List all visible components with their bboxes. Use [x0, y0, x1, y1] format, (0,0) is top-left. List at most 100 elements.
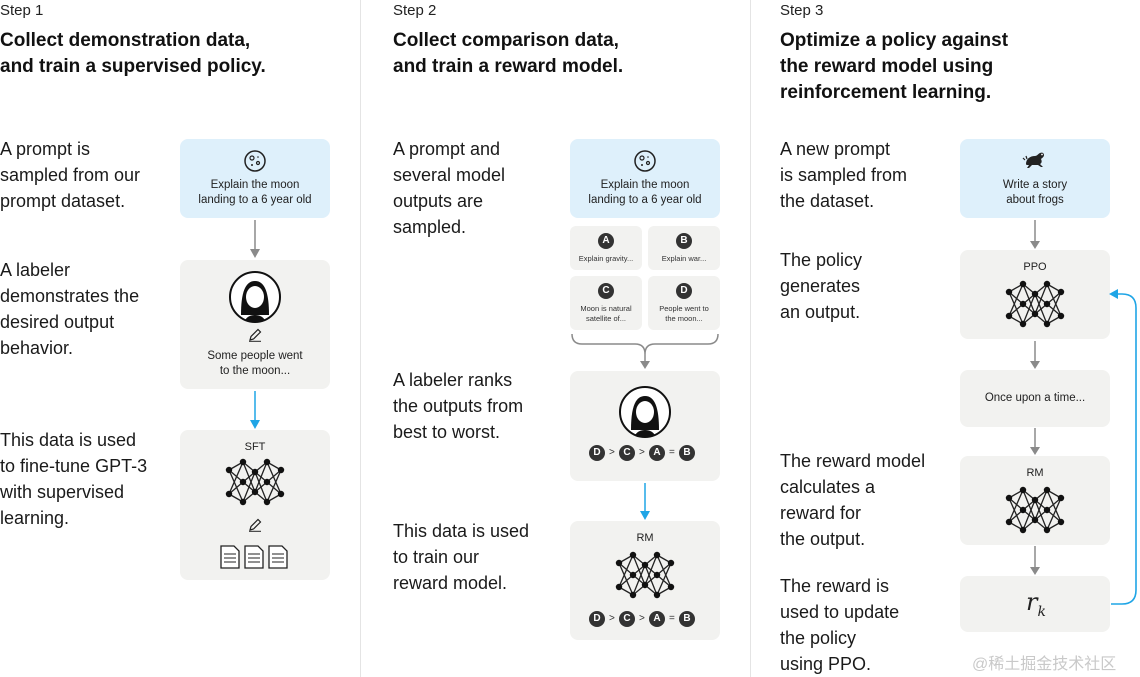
step-3-arrow-3 [1030, 428, 1040, 455]
step-3-ppo-box: PPO [960, 250, 1110, 339]
network-node [1005, 518, 1013, 526]
step-1-prompt-box: Explain the moon landing to a 6 year old [180, 139, 330, 218]
network-node [263, 458, 271, 466]
network-node [1031, 310, 1039, 318]
output-option-a: A Explain gravity... [570, 226, 642, 270]
network-node [239, 478, 247, 486]
network-node [1057, 312, 1065, 320]
step-1-desc-2: A labeler demonstrates the desired outpu… [0, 260, 140, 358]
rank-operator: = [669, 613, 675, 624]
network-node [1019, 300, 1027, 308]
rank-item: A [649, 611, 665, 627]
labeler-avatar-icon [229, 271, 281, 323]
output-option-d: D People went to the moon... [648, 276, 720, 330]
rank-operator: > [639, 447, 645, 458]
network-node [251, 488, 259, 496]
network-node [277, 466, 285, 474]
network-node [1031, 516, 1039, 524]
step-3-output-box: Once upon a time... [960, 370, 1110, 427]
rank-item: C [619, 445, 635, 461]
step-2-desc-3: This data is used to train our reward mo… [393, 521, 530, 593]
neural-network-icon [615, 551, 675, 599]
step-2-desc-1: A prompt and several model outputs are s… [393, 139, 506, 237]
watermark: @稀土掘金技术社区 [972, 656, 1117, 673]
feedback-loop-arrow [1109, 289, 1137, 605]
network-node [239, 458, 247, 466]
step-3-reward-box: rk [960, 576, 1110, 632]
labeler-avatar-icon [619, 386, 671, 438]
network-node [225, 466, 233, 474]
output-letter-d: D [676, 283, 692, 299]
network-node [1057, 518, 1065, 526]
frog-icon [1022, 152, 1044, 168]
network-node [1005, 494, 1013, 502]
output-text-c: Moon is natural satellite of... [580, 304, 632, 323]
step-2-ranking-box: D > C > A = B [570, 371, 720, 481]
network-node [1057, 288, 1065, 296]
step-3-desc-4: The reward is used to update the policy … [780, 576, 900, 674]
column-divider-2 [750, 0, 751, 677]
network-node [653, 551, 661, 559]
step-3-desc-2: The policy generates an output. [780, 250, 863, 322]
network-node [239, 498, 247, 506]
network-node [641, 561, 649, 569]
step-2-heading: Collect comparison data, and train a rew… [393, 30, 624, 77]
network-node [1019, 506, 1027, 514]
network-node [263, 478, 271, 486]
step-1-sft-box: SFT [180, 430, 330, 580]
network-node [1043, 280, 1051, 288]
step-3-arrow-4 [1030, 546, 1040, 575]
step-3-label: Step 3 [780, 2, 824, 19]
network-node [277, 490, 285, 498]
step-1-desc-1: A prompt is sampled from our prompt data… [0, 139, 141, 211]
network-node [1043, 300, 1051, 308]
step-1-arrow-1 [250, 220, 260, 258]
output-option-c: C Moon is natural satellite of... [570, 276, 642, 330]
column-divider-1 [360, 0, 361, 677]
network-node [667, 559, 675, 567]
reward-k: k [1037, 603, 1046, 620]
step-3-prompt-box: Write a story about frogs [960, 139, 1110, 218]
step-3-desc-1: A new prompt is sampled from the dataset… [780, 139, 908, 211]
rank-operator: > [639, 613, 645, 624]
step-1-desc-3: This data is used to fine-tune GPT-3 wit… [0, 430, 148, 528]
step-3-rm-box: RM [960, 456, 1110, 545]
step-2-rm-box: RM D > C > A = B [570, 521, 720, 640]
rank-item: B [679, 445, 695, 461]
rank-item: D [589, 611, 605, 627]
step-1-demo-text: Some people went to the moon... [207, 350, 303, 377]
network-node [615, 583, 623, 591]
network-node [1043, 506, 1051, 514]
network-node [641, 581, 649, 589]
step-1-arrow-2 [250, 391, 260, 429]
network-node [251, 468, 259, 476]
step-1-labeler-box: Some people went to the moon... [180, 260, 330, 389]
reward-r: r [1026, 588, 1038, 616]
network-node [629, 591, 637, 599]
network-node [1031, 496, 1039, 504]
network-node [225, 490, 233, 498]
rank-item: A [649, 445, 665, 461]
network-node [1005, 288, 1013, 296]
rank-item: D [589, 445, 605, 461]
ppo-label: PPO [1023, 261, 1047, 273]
output-letter-c: C [598, 283, 614, 299]
step-3-heading: Optimize a policy against the reward mod… [780, 30, 1009, 103]
rank-item: C [619, 611, 635, 627]
step-3-output-text: Once upon a time... [984, 392, 1086, 404]
neural-network-icon [1005, 280, 1065, 328]
network-node [1031, 290, 1039, 298]
network-node [615, 559, 623, 567]
step-1-heading: Collect demonstration data, and train a … [0, 30, 266, 77]
network-node [1005, 312, 1013, 320]
moon-icon [634, 150, 656, 172]
output-text-a: Explain gravity... [578, 254, 634, 263]
pencil-icon [249, 518, 262, 532]
network-node [1019, 280, 1027, 288]
reward-symbol: rk [1026, 588, 1046, 620]
rank-item: B [679, 611, 695, 627]
output-text-b: Explain war... [661, 254, 707, 263]
sft-label: SFT [244, 441, 266, 453]
step-1-label: Step 1 [0, 2, 44, 19]
network-node [1043, 486, 1051, 494]
